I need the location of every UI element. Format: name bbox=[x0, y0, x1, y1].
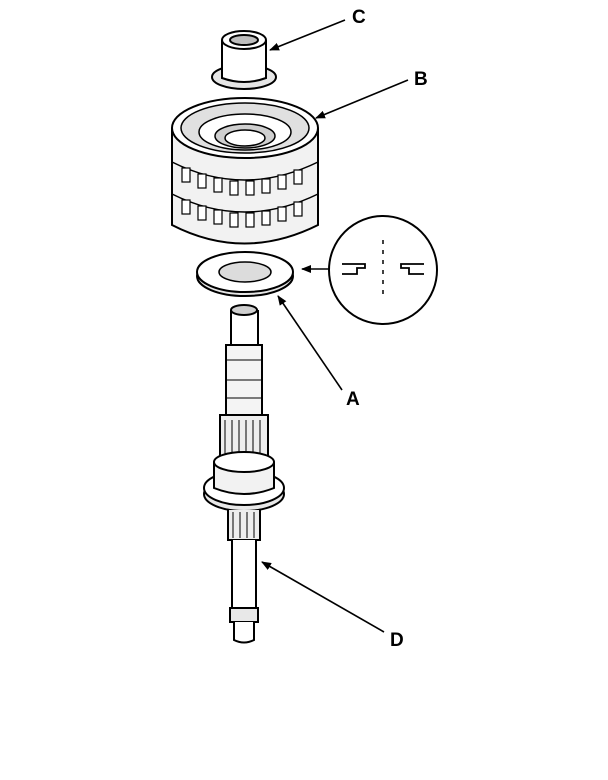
thrust-washer-a bbox=[196, 251, 294, 297]
leader-lines bbox=[261, 19, 409, 633]
detail-inset bbox=[328, 215, 438, 325]
leader-a bbox=[277, 295, 343, 391]
label-c: C bbox=[352, 7, 366, 28]
clutch-drum-b bbox=[171, 97, 319, 245]
leader-d bbox=[261, 561, 385, 633]
mainshaft-d bbox=[203, 304, 285, 644]
collar-c bbox=[211, 30, 277, 90]
label-a: A bbox=[346, 389, 360, 410]
label-b: B bbox=[414, 69, 428, 90]
label-d: D bbox=[390, 630, 404, 651]
leader-b bbox=[315, 79, 409, 119]
leader-c bbox=[269, 19, 346, 51]
